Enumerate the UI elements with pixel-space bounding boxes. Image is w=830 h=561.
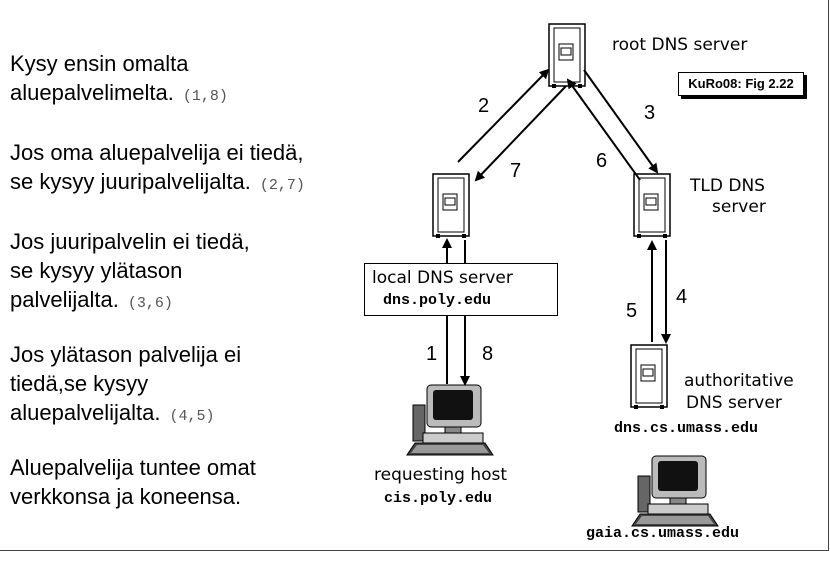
bullet-4-code: (4,5) (160, 408, 215, 425)
bullet-3-code: (3,6) (118, 295, 173, 312)
step-8-label: 8 (482, 343, 494, 365)
bullet-1-line-1: Kysy ensin omalta (10, 51, 189, 76)
step-5-label: 5 (626, 300, 638, 322)
step-3-label: 3 (644, 102, 656, 124)
bullet-1-line-2: aluepalvelimelta. (10, 80, 174, 105)
arrow-6 (566, 78, 641, 181)
bullet-2: Jos oma aluepalvelija ei tiedä, se kysyy… (10, 138, 305, 200)
bullet-2-line-1: Jos oma aluepalvelija ei tiedä, (10, 140, 304, 165)
requesting-host-label: requesting host (374, 465, 508, 485)
tld-dns-label-line1: TLD DNS (690, 176, 765, 196)
step-4-label: 4 (676, 286, 688, 308)
bullet-3-line-1: Jos juuripalvelin ei tiedä, (10, 229, 250, 254)
authoritative-label-line1: authoritative (684, 371, 794, 391)
authoritative-label-line2: DNS server (686, 393, 782, 413)
bullet-3-line-3: palvelijalta. (10, 287, 119, 312)
authoritative-server-icon (630, 344, 668, 410)
gaia-host-name: gaia.cs.umass.edu (586, 525, 740, 542)
arrow-7 (474, 85, 567, 182)
local-server-icon (432, 173, 470, 239)
gaia-host-icon (631, 455, 719, 527)
requesting-host-name: cis.poly.edu (384, 490, 493, 507)
bullet-3-line-2: se kysyy ylätason (10, 258, 183, 283)
figure-reference-box: KuRo08: Fig 2.22 (678, 72, 804, 96)
bullet-5-line-1: Aluepalvelija tuntee omat (10, 455, 256, 480)
step-1-label: 1 (426, 343, 438, 365)
local-dns-host: dns.poly.edu (383, 292, 492, 309)
bullet-4-line-3: aluepalvelijalta. (10, 400, 161, 425)
bullet-5-line-2: verkkonsa ja koneensa. (10, 484, 242, 509)
bullet-3: Jos juuripalvelin ei tiedä, se kysyy ylä… (10, 227, 250, 318)
root-server-icon (548, 23, 586, 89)
arrow-3 (583, 69, 659, 174)
root-dns-label: root DNS server (612, 35, 748, 55)
bullet-2-code: (2,7) (250, 177, 305, 194)
bullet-1: Kysy ensin omalta aluepalvelimelta. (1,8… (10, 49, 228, 111)
bullet-1-code: (1,8) (173, 88, 228, 105)
requesting-host-icon (406, 384, 494, 456)
step-2-label: 2 (478, 95, 490, 117)
local-dns-box (364, 263, 558, 316)
tld-server-icon (633, 173, 671, 239)
tld-dns-label-line2: server (712, 197, 766, 217)
authoritative-host: dns.cs.umass.edu (614, 420, 759, 437)
bullet-5: Aluepalvelija tuntee omat verkkonsa ja k… (10, 453, 256, 511)
local-dns-label: local DNS server (372, 268, 513, 288)
step-6-label: 6 (596, 150, 608, 172)
step-7-label: 7 (510, 160, 522, 182)
bullet-4-line-1: Jos ylätason palvelija ei (10, 342, 242, 367)
arrow-2 (457, 68, 550, 163)
bullet-4: Jos ylätason palvelija ei tiedä,se kysyy… (10, 340, 241, 431)
bullet-2-line-2: se kysyy juuripalvelijalta. (10, 169, 251, 194)
bullet-4-line-2: tiedä,se kysyy (10, 371, 149, 396)
